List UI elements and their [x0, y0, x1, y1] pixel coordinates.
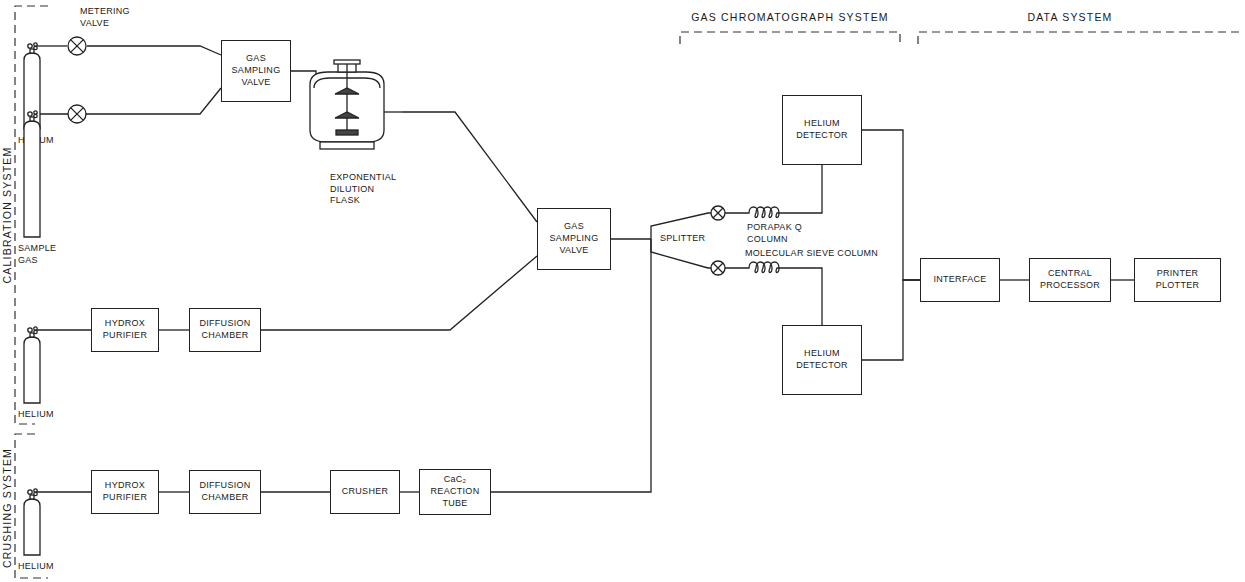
- section-bracket: [918, 32, 1243, 44]
- node-label: EXPONENTIAL DILUTION FLASK: [330, 172, 402, 207]
- node-label: HYDROX PURIFIER: [96, 318, 154, 341]
- cyl-art: [20, 326, 44, 404]
- flask-art: [290, 60, 402, 150]
- node-label: HELIUM DETECTOR: [787, 348, 857, 371]
- section-bracket: [15, 6, 48, 424]
- cyl-art: [20, 110, 44, 238]
- node-label: CENTRAL PROCESSOR: [1034, 268, 1106, 291]
- flow-line: [37, 88, 221, 114]
- section-label: CRUSHING SYSTEM: [1, 448, 13, 568]
- valve-symbol: [711, 261, 725, 275]
- node-label: CRUSHER: [342, 486, 389, 498]
- gas-cylinder: SAMPLE GAS: [20, 110, 44, 238]
- flow-line: [785, 268, 822, 325]
- gas-cylinder: HELIUM: [20, 326, 44, 404]
- flow-line: [611, 238, 651, 239]
- gas-cylinder: HELIUM: [20, 488, 44, 556]
- node-label: HYDROX PURIFIER: [96, 480, 154, 503]
- process-box: CRUSHER: [330, 470, 400, 514]
- flow-line: [862, 280, 920, 360]
- process-box: HYDROX PURIFIER: [91, 470, 159, 514]
- node-label: HELIUM: [18, 409, 54, 421]
- node-label: HELIUM: [18, 561, 54, 573]
- node-label: DIFFUSION CHAMBER: [194, 480, 256, 503]
- process-box: DIFFUSION CHAMBER: [189, 308, 261, 352]
- node-label: HELIUM DETECTOR: [787, 118, 857, 141]
- column-coil: PORAPAK Q COLUMN: [745, 206, 785, 220]
- node-label: GAS SAMPLING VALVE: [226, 53, 286, 88]
- flow-line: [1000, 279, 1029, 280]
- section-label: GAS CHROMATOGRAPH SYSTEM: [691, 11, 889, 23]
- flow-line: [491, 239, 651, 492]
- node-label: PRINTER PLOTTER: [1139, 268, 1216, 291]
- flow-line: [159, 329, 189, 330]
- flow-line: [1111, 279, 1134, 280]
- flow-line: [785, 165, 822, 213]
- process-box: HYDROX PURIFIER: [91, 308, 159, 352]
- node-label: CaC₂ REACTION TUBE: [424, 474, 486, 509]
- process-box: GAS SAMPLING VALVE: [537, 208, 611, 270]
- cyl-art: [20, 488, 44, 556]
- metering-valve: METERING VALVE: [67, 36, 87, 56]
- node-label: SAMPLE GAS: [18, 243, 58, 266]
- flow-line: [37, 329, 91, 330]
- coil-art: [745, 261, 785, 275]
- node-label: SPLITTER: [660, 233, 705, 245]
- process-box: CENTRAL PROCESSOR: [1029, 258, 1111, 302]
- flow-line: [261, 491, 330, 492]
- column-coil: MOLECULAR SIEVE COLUMN: [745, 261, 785, 275]
- section-bracket: [15, 434, 48, 578]
- process-box: GAS SAMPLING VALVE: [221, 40, 291, 102]
- process-box: CaC₂ REACTION TUBE: [419, 469, 491, 514]
- node-label: DIFFUSION CHAMBER: [194, 318, 256, 341]
- detector-box: HELIUM DETECTOR: [782, 325, 862, 395]
- process-box: PRINTER PLOTTER: [1134, 258, 1221, 302]
- flow-line: [37, 491, 91, 492]
- flow-line: [87, 46, 221, 55]
- node-label: GAS SAMPLING VALVE: [542, 221, 606, 256]
- node-label: METERING VALVE: [80, 6, 132, 29]
- section-bracket: [680, 32, 900, 44]
- flow-line: [37, 45, 67, 46]
- coil-art: [745, 206, 785, 220]
- process-box: INTERFACE: [920, 258, 1000, 302]
- section-label: DATA SYSTEM: [1027, 11, 1112, 23]
- valve-symbol: [68, 105, 86, 123]
- section-label: CALIBRATION SYSTEM: [1, 147, 13, 284]
- flow-line: [651, 239, 745, 268]
- splitter-junction: SPLITTER: [651, 231, 705, 247]
- node-label: PORAPAK Q COLUMN: [747, 222, 805, 245]
- valve-symbol: [711, 206, 725, 220]
- node-label: MOLECULAR SIEVE COLUMN: [745, 248, 878, 260]
- flow-line: [402, 112, 537, 222]
- valve-art: [67, 36, 87, 56]
- flow-line: [159, 491, 189, 492]
- process-box: DIFFUSION CHAMBER: [189, 470, 261, 514]
- flow-line: [261, 256, 537, 330]
- node-label: INTERFACE: [933, 274, 986, 286]
- flow-line: [400, 491, 419, 492]
- detector-box: HELIUM DETECTOR: [782, 95, 862, 165]
- dilution-flask: EXPONENTIAL DILUTION FLASK: [290, 60, 402, 150]
